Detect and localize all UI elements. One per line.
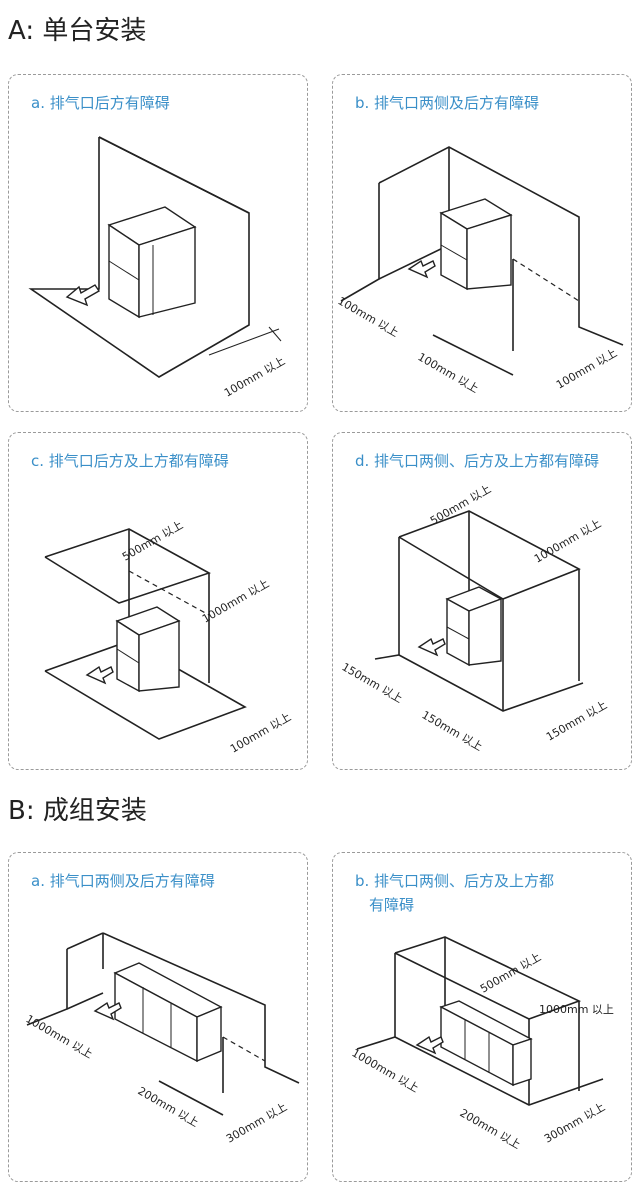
panel-single-all: d. 排气口两侧、后方及上方都有障碍 500mm 以上 1000mm 以上 15…: [332, 432, 632, 770]
panel-single-sides-rear: b. 排气口两侧及后方有障碍 100mm 以上 100mm 以上 100mm 以…: [332, 74, 632, 412]
dimension-label: 1000mm 以上: [532, 517, 603, 566]
dimension-label: 200mm 以上: [458, 1106, 523, 1151]
dimension-label: 100mm 以上: [336, 294, 401, 339]
panel-title-line: 有障碍: [369, 896, 415, 914]
airflow-arrow: [85, 665, 114, 685]
section-a-title: A: 单台安装: [8, 16, 147, 46]
dimension-label: 100mm 以上: [228, 710, 293, 755]
dimension-label: 100mm 以上: [416, 350, 481, 395]
airflow-arrow: [417, 637, 446, 657]
diagram-single-sides-rear: 100mm 以上 100mm 以上 100mm 以上: [336, 146, 624, 396]
airflow-arrow: [93, 1001, 122, 1021]
dimension-label: 500mm 以上: [428, 482, 493, 527]
panel-title: a. 排气口后方有障碍: [31, 94, 170, 112]
dimension-label: 1000mm 以上: [24, 1012, 95, 1061]
panel-title: a. 排气口两侧及后方有障碍: [31, 872, 215, 890]
heat-pump-unit: [439, 198, 513, 291]
dimension-label: 1000mm 以上: [200, 577, 271, 626]
panel-group-all: b. 排气口两侧、后方及上方都 有障碍 500mm 以上 1000mm 以上 1…: [332, 852, 632, 1182]
dimension-label: 150mm 以上: [420, 708, 485, 753]
diagram-group-sides-rear: 1000mm 以上 200mm 以上 300mm 以上: [24, 932, 300, 1146]
dimension-label: 150mm 以上: [544, 698, 609, 743]
dimension-label: 100mm 以上: [222, 354, 287, 399]
airflow-arrow: [65, 284, 100, 307]
dimension-label: 500mm 以上: [120, 518, 185, 563]
panel-title: c. 排气口后方及上方都有障碍: [31, 452, 229, 470]
panel-title: b. 排气口两侧、后方及上方都 有障碍: [355, 869, 554, 917]
panel-title: b. 排气口两侧及后方有障碍: [355, 94, 540, 112]
airflow-arrow: [407, 259, 436, 279]
unit-group: [113, 962, 223, 1063]
dimension-label: 300mm 以上: [542, 1100, 607, 1145]
diagram-single-rear-top: 500mm 以上 1000mm 以上 100mm 以上: [44, 518, 293, 756]
heat-pump-unit: [115, 606, 181, 693]
section-b-title: B: 成组安装: [8, 796, 147, 826]
diagram-single-all: 500mm 以上 1000mm 以上 150mm 以上 150mm 以上 150…: [340, 482, 610, 753]
heat-pump-unit: [107, 206, 197, 319]
diagram-group-all: 500mm 以上 1000mm 以上 1000mm 以上 200mm 以上 30…: [350, 936, 614, 1152]
dimension-label: 300mm 以上: [224, 1100, 289, 1145]
panel-group-sides-rear: a. 排气口两侧及后方有障碍 1000mm 以上 200mm 以上 300mm …: [8, 852, 308, 1182]
dimension-label: 1000mm 以上: [539, 1003, 614, 1016]
airflow-arrow: [415, 1035, 444, 1055]
panel-title-line: b. 排气口两侧、后方及上方都: [355, 872, 555, 890]
dimension-label: 150mm 以上: [340, 660, 405, 705]
panel-title: d. 排气口两侧、后方及上方都有障碍: [355, 452, 600, 470]
dimension-label: 1000mm 以上: [350, 1046, 421, 1095]
panel-single-rear: a. 排气口后方有障碍 100mm 以上: [8, 74, 308, 412]
unit-group: [439, 1000, 533, 1087]
dimension-label: 100mm 以上: [554, 346, 619, 391]
panel-single-rear-top: c. 排气口后方及上方都有障碍 500mm 以上 1000mm 以上 100mm…: [8, 432, 308, 770]
diagram-single-rear: 100mm 以上: [28, 136, 287, 400]
dimension-label: 200mm 以上: [136, 1084, 201, 1129]
heat-pump-unit: [445, 586, 503, 667]
